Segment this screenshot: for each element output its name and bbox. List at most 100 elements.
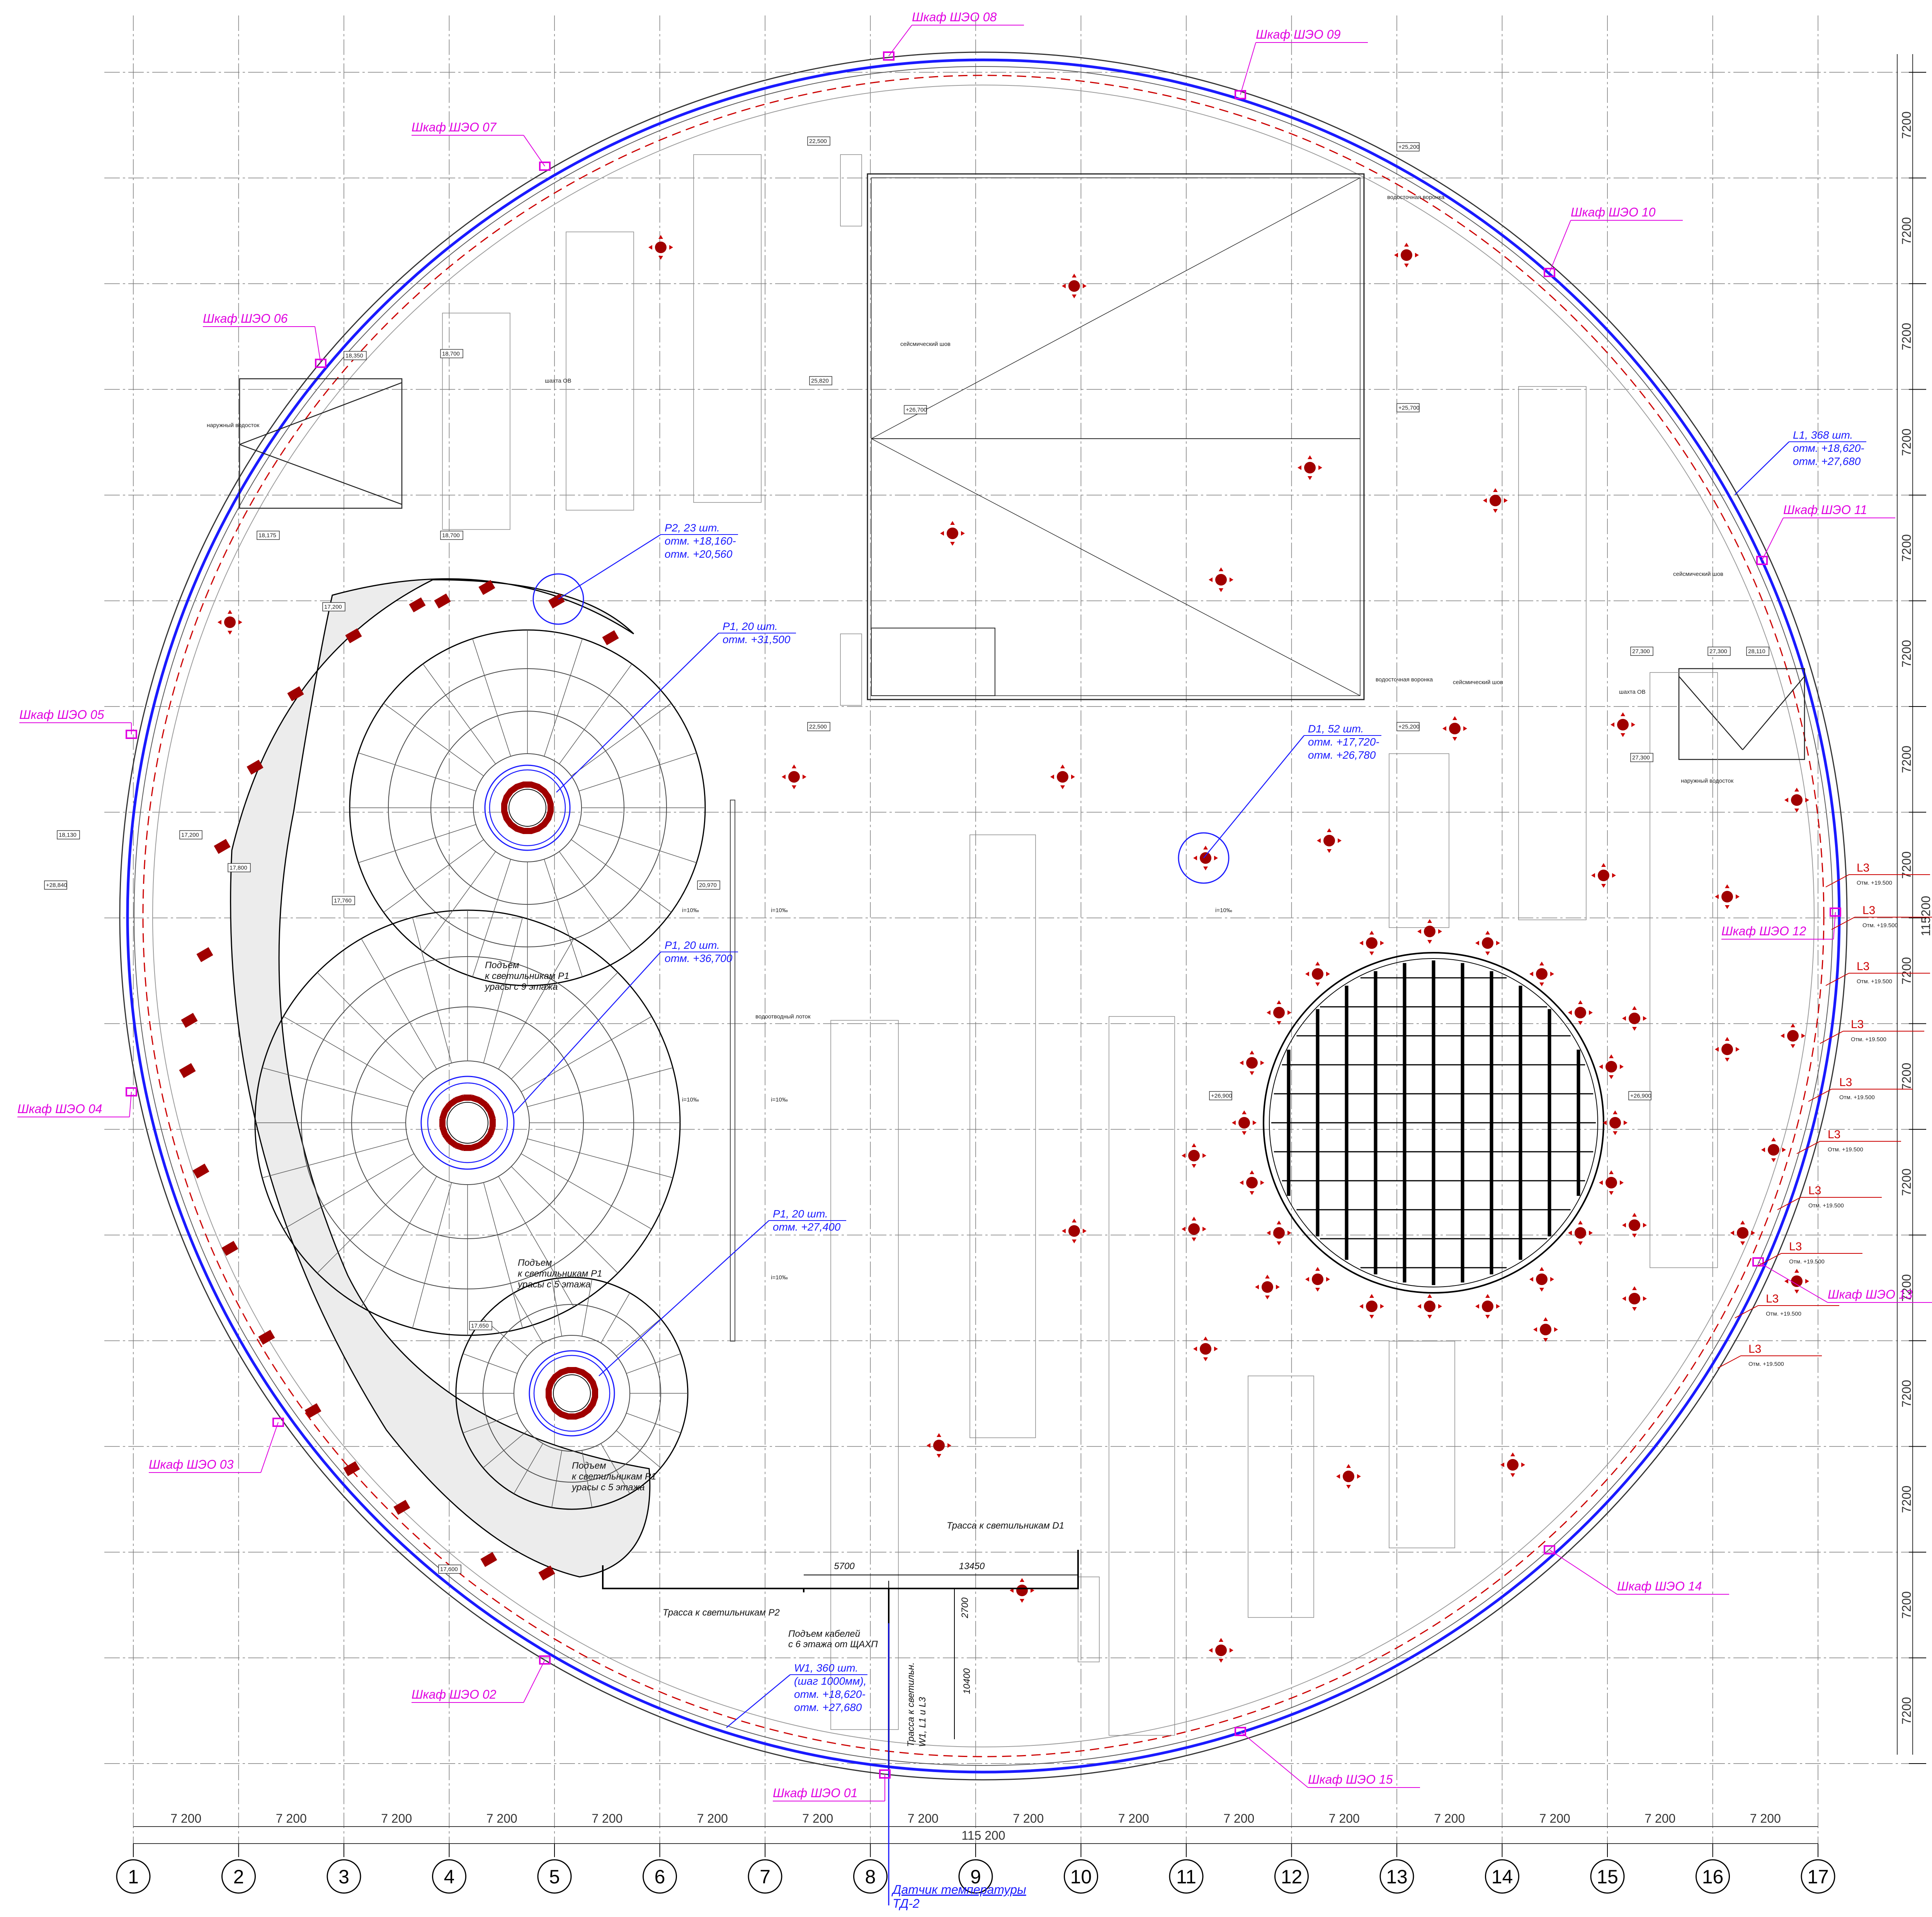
hub-fixture: [546, 1389, 552, 1398]
row-dim-label: 7200: [1900, 323, 1913, 350]
elevation-marker: 17,200: [179, 830, 202, 839]
cabinet: Шкаф ШЭО 03: [149, 1418, 284, 1473]
route-dimensions: 5700 13450 2700 10400 Трасса к светильни…: [663, 1520, 1078, 1747]
total-width-label: 115 200: [961, 1828, 1005, 1842]
elevation-marker: 18,700: [440, 349, 463, 358]
elevation-value: +26,900: [1211, 1093, 1232, 1099]
spiral-spoke: [283, 1016, 414, 1092]
col-dim-label: 7 200: [276, 1811, 307, 1825]
dim-2700: 2700: [960, 1597, 970, 1619]
fixture: [1255, 1275, 1280, 1299]
cabinet-marker: [1544, 1545, 1555, 1554]
spiral-spoke: [412, 1182, 452, 1328]
elevation-value: 18,130: [59, 832, 77, 838]
spiral-spoke: [514, 1443, 543, 1494]
cabinet-label: Шкаф ШЭО 04: [17, 1102, 102, 1116]
spiral-spoke: [498, 938, 574, 1069]
wall-fixture: [181, 1013, 198, 1028]
wall-fixture: [345, 628, 362, 644]
cabinet-label: Шкаф ШЭО 06: [203, 312, 288, 325]
callout-line: отм. +27,680: [794, 1701, 862, 1713]
spiral-spoke: [317, 1166, 424, 1273]
row-axis-bubble: В: [1909, 1552, 1926, 1553]
col-dim-label: 7 200: [697, 1811, 728, 1825]
fixture: [1529, 1267, 1554, 1292]
row-axis-bubble: У: [1909, 72, 1926, 73]
col-axis-label: 2: [233, 1866, 244, 1888]
col-dim-label: 7 200: [170, 1811, 201, 1825]
spiral-spoke: [358, 824, 476, 863]
rise-note-line: Подъем: [485, 960, 519, 970]
callout-line: (шаг 1000мм),: [794, 1675, 867, 1687]
col-axis-bubble: 11: [1169, 1844, 1204, 1894]
fixture: [1317, 828, 1342, 853]
fixture-callout: W1, 360 шт.(шаг 1000мм),отм. +18,620-отм…: [726, 1662, 867, 1728]
hub-fixture: [545, 795, 554, 806]
elevation-marker: 22,500: [807, 136, 830, 146]
row-dim-label: 7200: [1900, 1274, 1913, 1302]
fixture-callout: P2, 23 шт.отм. +18,160-отм. +20,560: [532, 522, 738, 625]
spiral-spoke: [626, 1353, 681, 1374]
hub-fixture: [483, 1103, 493, 1113]
col-axis-bubble: 16: [1696, 1844, 1730, 1894]
fixture: [1622, 1006, 1647, 1031]
cabinet-marker: [883, 51, 895, 61]
fixture: [1483, 488, 1508, 513]
wall-fixture: [247, 759, 264, 775]
wall-fixtures-layer: [179, 580, 619, 1581]
hub-fixture: [515, 781, 526, 790]
elevation-value: 25,820: [811, 378, 829, 384]
l3-tag-level: Отм. +19.500: [1839, 1094, 1875, 1101]
spiral-spoke: [626, 1413, 681, 1433]
route-wl-line2: W1, L1 и L3: [917, 1697, 928, 1747]
elevation-value: 22,500: [809, 138, 827, 145]
fixture: [1611, 712, 1635, 737]
note-slope-2: i=10‰: [771, 907, 788, 914]
elevation-value: 28,110: [1748, 648, 1765, 655]
wall-fixture: [258, 1330, 275, 1345]
callout-line: P1, 20 шт.: [723, 620, 778, 632]
sensor-label: Датчик температуры: [891, 1883, 1026, 1897]
elevation-value: 17,200: [324, 604, 342, 610]
cabinet-label: Шкаф ШЭО 01: [773, 1786, 857, 1800]
fixture: [1417, 919, 1442, 944]
fixture: [1715, 1037, 1740, 1062]
elevation-marker: 20,970: [697, 880, 720, 890]
rise-note-line: урасы с 9 этажа: [484, 982, 558, 992]
spiral-spoke: [483, 917, 523, 1063]
elevation-marker: 17,200: [322, 602, 345, 611]
fixture: [1267, 1000, 1291, 1025]
rise-note-line: к светильникам P1: [518, 1268, 602, 1279]
spiral-spoke: [463, 1413, 518, 1433]
fixture: [1359, 1294, 1384, 1319]
cabinet: Шкаф ШЭО 01: [773, 1769, 891, 1801]
wall-fixture: [196, 947, 213, 962]
hub-fixture: [501, 804, 507, 812]
spiral-spoke: [544, 859, 583, 977]
cabinet-label: Шкаф ШЭО 09: [1256, 27, 1341, 41]
cabinet: Шкаф ШЭО 02: [412, 1655, 551, 1703]
rise-note-line: урасы с 5 этажа: [517, 1279, 590, 1290]
column-grid-lines: [133, 15, 1818, 1851]
note-seismic-2: сейсмический шов: [1673, 571, 1723, 577]
col-axis-label: 6: [655, 1866, 665, 1888]
fixture: [1603, 1110, 1628, 1135]
callout-line: отм. +18,160-: [665, 535, 736, 547]
elevation-value: 18,700: [442, 351, 460, 357]
fixture: [1730, 1221, 1755, 1245]
fixture: [1232, 1110, 1257, 1135]
spiral-spoke: [317, 972, 424, 1079]
elevation-marker: 18,175: [257, 531, 280, 540]
hub-fixture: [470, 1095, 481, 1103]
elevation-marker: 27,300: [1630, 753, 1653, 762]
l3-tag-label: L3: [1862, 904, 1875, 917]
hub-fixture: [574, 1411, 584, 1420]
upper-left-roof-box: [239, 378, 403, 509]
cabinet-label: Шкаф ШЭО 12: [1721, 924, 1806, 938]
spiral-spoke: [559, 851, 632, 952]
cabinet: Шкаф ШЭО 14: [1544, 1545, 1729, 1595]
